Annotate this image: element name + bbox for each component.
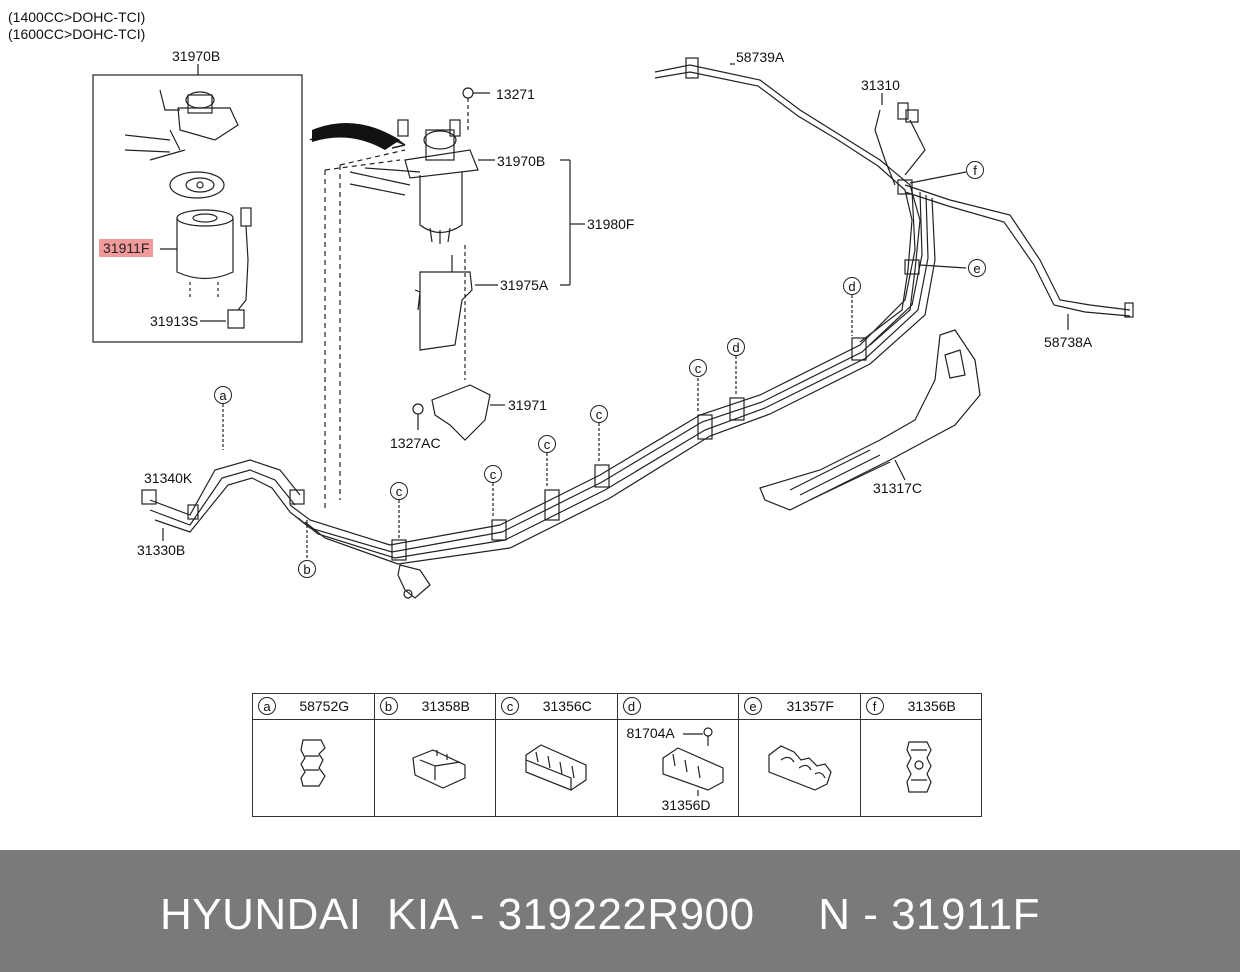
callout-b: b	[298, 560, 316, 578]
legend-head-c: c 31356C	[496, 694, 617, 720]
part-label-58738A[interactable]: 58738A	[1044, 334, 1093, 350]
legend-cell-e[interactable]: e 31357F	[739, 694, 861, 816]
callout-c-2: c	[484, 465, 502, 483]
clip-a-icon	[300, 739, 326, 787]
vapor-pipe-58739A	[654, 57, 921, 346]
legend-letter-b: b	[379, 697, 398, 715]
clip-d-icon	[661, 727, 724, 796]
clip-b-icon	[411, 749, 466, 789]
engine-note-2: (1600CC>DOHC-TCI)	[8, 26, 146, 42]
part-label-31971[interactable]: 31971	[508, 397, 547, 413]
part-label-31970B[interactable]: 31970B	[497, 153, 546, 169]
sensor-wire-detail	[227, 207, 252, 329]
o-ring-detail	[169, 171, 225, 199]
legend-code-a: 58752G	[299, 698, 350, 714]
parts-diagram: (1400CC>DOHC-TCI) (1600CC>DOHC-TCI) 3197…	[8, 9, 1134, 599]
legend-cell-b[interactable]: b 31358B	[374, 694, 496, 816]
legend-letter-d: d	[622, 697, 641, 715]
part-label-58739A[interactable]: 58739A	[736, 49, 785, 65]
legend-head-a: a 58752G	[253, 694, 374, 720]
detail-box	[92, 74, 303, 343]
legend-code-f: 31356B	[907, 698, 956, 714]
bracket-31975A	[414, 255, 498, 351]
legend-d-bolt-code: 81704A	[626, 725, 675, 741]
legend-letter-a: a	[258, 697, 276, 715]
part-label-1327AC[interactable]: 1327AC	[390, 435, 441, 451]
legend-cell-a[interactable]: a 58752G	[253, 694, 375, 816]
legend-cell-c[interactable]: c 31356C	[496, 694, 618, 816]
fuel-lines	[289, 189, 936, 565]
heat-protector-31317C	[759, 329, 981, 511]
callout-d-1: d	[727, 338, 745, 356]
part-label-13271[interactable]: 13271	[496, 86, 535, 102]
legend-head-f: f 31356B	[860, 694, 981, 720]
diagram-drawing	[92, 57, 1134, 599]
clip-e-icon	[768, 745, 832, 791]
footer-bar	[0, 850, 1240, 972]
part-label-31317C[interactable]: 31317C	[873, 480, 923, 496]
part-label-31970B-detail[interactable]: 31970B	[172, 48, 221, 64]
part-label-31310[interactable]: 31310	[861, 77, 900, 93]
callout-c-3: c	[538, 435, 556, 453]
legend-letter-e: e	[744, 697, 762, 715]
filter-cartridge-detail	[176, 209, 234, 300]
filter-head-detail	[124, 89, 239, 161]
clip-legend-table: a 58752G b 31358B c 31356C d	[252, 693, 982, 817]
legend-head-d: d	[617, 694, 738, 720]
legend-code-b: 31358B	[421, 698, 470, 714]
callout-c-1: c	[390, 482, 408, 500]
part-label-31913S[interactable]: 31913S	[150, 313, 199, 329]
legend-head-e: e 31357F	[739, 694, 860, 720]
legend-cell-f[interactable]: f 31356B	[860, 694, 981, 816]
legend-head-b: b 31358B	[374, 694, 495, 720]
callout-e: e	[968, 259, 986, 277]
connector-31310	[874, 93, 926, 186]
part-label-31330B[interactable]: 31330B	[137, 542, 186, 558]
callout-c-5: c	[689, 359, 707, 377]
callout-a: a	[214, 386, 232, 404]
callout-f: f	[966, 161, 984, 179]
callout-c-4: c	[590, 405, 608, 423]
legend-d-clip-code: 31356D	[661, 797, 711, 813]
legend-code-c: 31356C	[542, 698, 592, 714]
callout-d-2: d	[843, 277, 861, 295]
legend-letter-f: f	[865, 697, 884, 715]
footer-part-numbers: HYUNDAI KIA - 319222R900 N - 31911F	[160, 890, 1041, 939]
part-label-31340K[interactable]: 31340K	[144, 470, 193, 486]
part-label-31911F[interactable]: 31911F	[99, 239, 154, 257]
legend-code-e: 31357F	[786, 698, 834, 714]
part-label-31980F[interactable]: 31980F	[587, 216, 635, 232]
clips	[391, 179, 920, 561]
clip-f-icon	[905, 741, 932, 793]
legend-letter-c: c	[501, 697, 519, 715]
hose-31340K	[141, 459, 305, 541]
legend-cell-d[interactable]: d 81704A 31356D	[617, 694, 739, 816]
engine-note-1: (1400CC>DOHC-TCI)	[8, 9, 146, 25]
part-label-31975A[interactable]: 31975A	[500, 277, 549, 293]
fuel-filter-assembly	[349, 87, 490, 244]
bracket-31971	[412, 384, 505, 441]
clip-c-icon	[525, 744, 587, 791]
